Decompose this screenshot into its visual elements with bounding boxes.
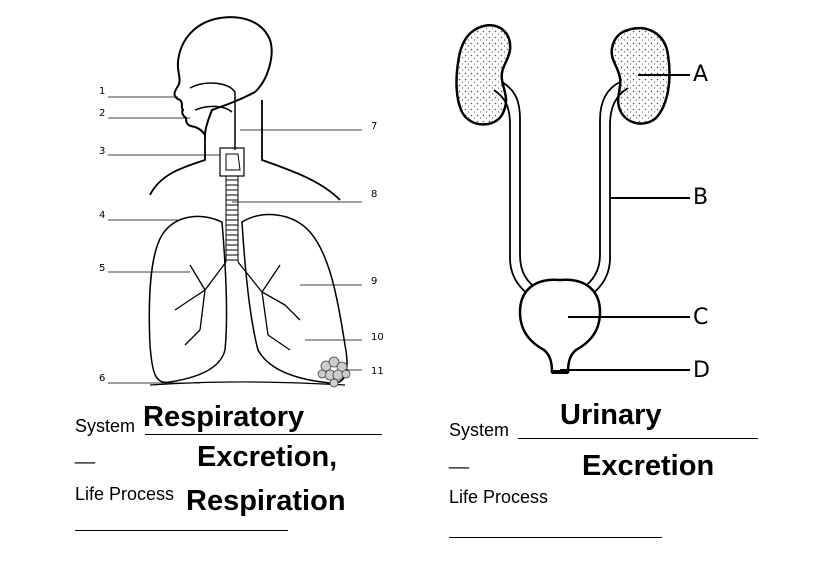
urinary-system-label: System bbox=[449, 420, 510, 440]
urinary-life-blank bbox=[449, 537, 662, 538]
urinary-system-diagram bbox=[455, 24, 690, 374]
label-3: 3 bbox=[99, 146, 106, 157]
label-1: 1 bbox=[99, 86, 106, 97]
urinary-system-answer: Urinary bbox=[560, 399, 662, 431]
respiratory-leader-lines bbox=[108, 96, 362, 384]
diaphragm bbox=[149, 381, 346, 386]
label-A: A bbox=[693, 62, 709, 87]
label-C: C bbox=[693, 305, 709, 330]
bronchial-tree bbox=[174, 261, 301, 351]
head-outline bbox=[173, 16, 273, 139]
nasal-cavity bbox=[189, 82, 236, 150]
respiratory-life-answer-1: Excretion, bbox=[197, 441, 338, 473]
urinary-dash: __ bbox=[449, 449, 470, 469]
respiratory-system-label: System bbox=[75, 416, 136, 436]
respiratory-system-blank bbox=[145, 434, 382, 435]
label-4: 4 bbox=[99, 210, 106, 221]
label-8: 8 bbox=[371, 189, 378, 200]
respiratory-dash: __ bbox=[75, 444, 96, 464]
bladder bbox=[518, 278, 602, 374]
left-ureter bbox=[493, 81, 541, 299]
left-lung bbox=[148, 215, 228, 384]
label-B: B bbox=[693, 185, 709, 210]
label-6: 6 bbox=[99, 373, 106, 384]
respiratory-life-process-label: Life Process bbox=[75, 484, 175, 504]
label-11: 11 bbox=[371, 366, 384, 377]
respiratory-system-answer: Respiratory bbox=[143, 401, 305, 433]
alveoli-cluster bbox=[317, 356, 351, 388]
urethra bbox=[552, 370, 568, 374]
left-kidney bbox=[455, 24, 512, 126]
urinary-system-blank bbox=[518, 438, 758, 439]
shoulder-outline bbox=[149, 100, 341, 201]
label-5: 5 bbox=[99, 263, 106, 274]
trachea bbox=[225, 176, 239, 262]
urinary-life-process-label: Life Process bbox=[449, 487, 549, 507]
label-7: 7 bbox=[371, 121, 378, 132]
label-D: D bbox=[693, 358, 710, 383]
urinary-life-answer: Excretion bbox=[582, 450, 715, 482]
label-2: 2 bbox=[99, 108, 106, 119]
respiratory-life-blank bbox=[75, 530, 288, 531]
larynx bbox=[219, 147, 245, 177]
respiratory-system-diagram bbox=[108, 16, 362, 388]
label-10: 10 bbox=[371, 332, 384, 343]
urinary-leader-lines bbox=[560, 74, 690, 371]
label-9: 9 bbox=[371, 276, 378, 287]
respiratory-life-answer-2: Respiration bbox=[186, 485, 346, 517]
right-ureter bbox=[579, 81, 629, 299]
